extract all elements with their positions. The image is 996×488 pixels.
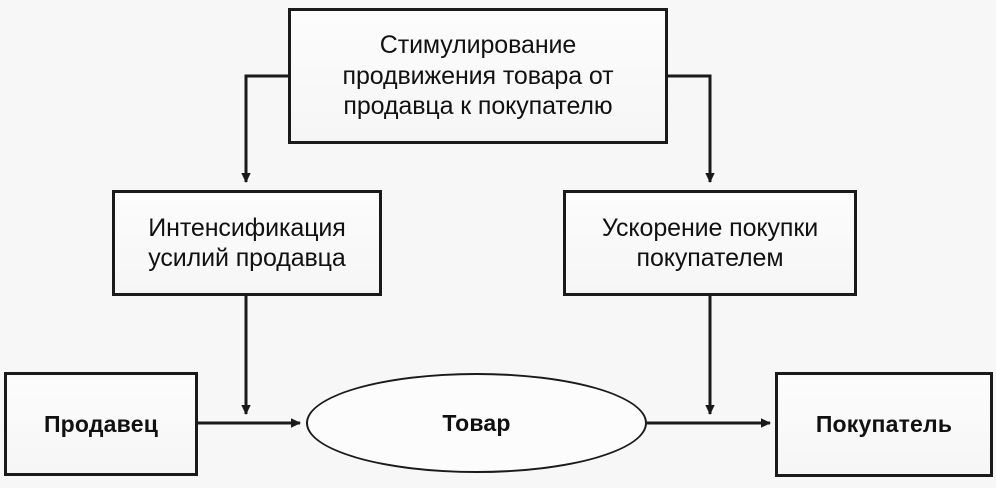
connector-top-to-left — [241, 74, 288, 183]
node-buyer-speed[interactable]: Ускорение покупки покупателем — [563, 190, 857, 296]
connector-top-to-right — [667, 74, 715, 183]
node-seller[interactable]: Продавец — [4, 372, 198, 476]
node-stimulation[interactable]: Стимулирование продвижения товара от про… — [288, 8, 668, 144]
node-stimulation-label: Стимулирование продвижения товара от про… — [342, 31, 614, 121]
node-seller-effort[interactable]: Интенсификация усилий продавца — [112, 190, 382, 296]
node-product[interactable]: Товар — [306, 373, 647, 473]
node-product-label: Товар — [442, 409, 511, 436]
node-seller-effort-label: Интенсификация усилий продавца — [148, 213, 346, 273]
node-buyer-speed-label: Ускорение покупки покупателем — [601, 213, 819, 273]
node-buyer-label: Покупатель — [815, 411, 953, 438]
node-buyer[interactable]: Покупатель — [775, 372, 993, 477]
node-seller-label: Продавец — [43, 410, 159, 437]
